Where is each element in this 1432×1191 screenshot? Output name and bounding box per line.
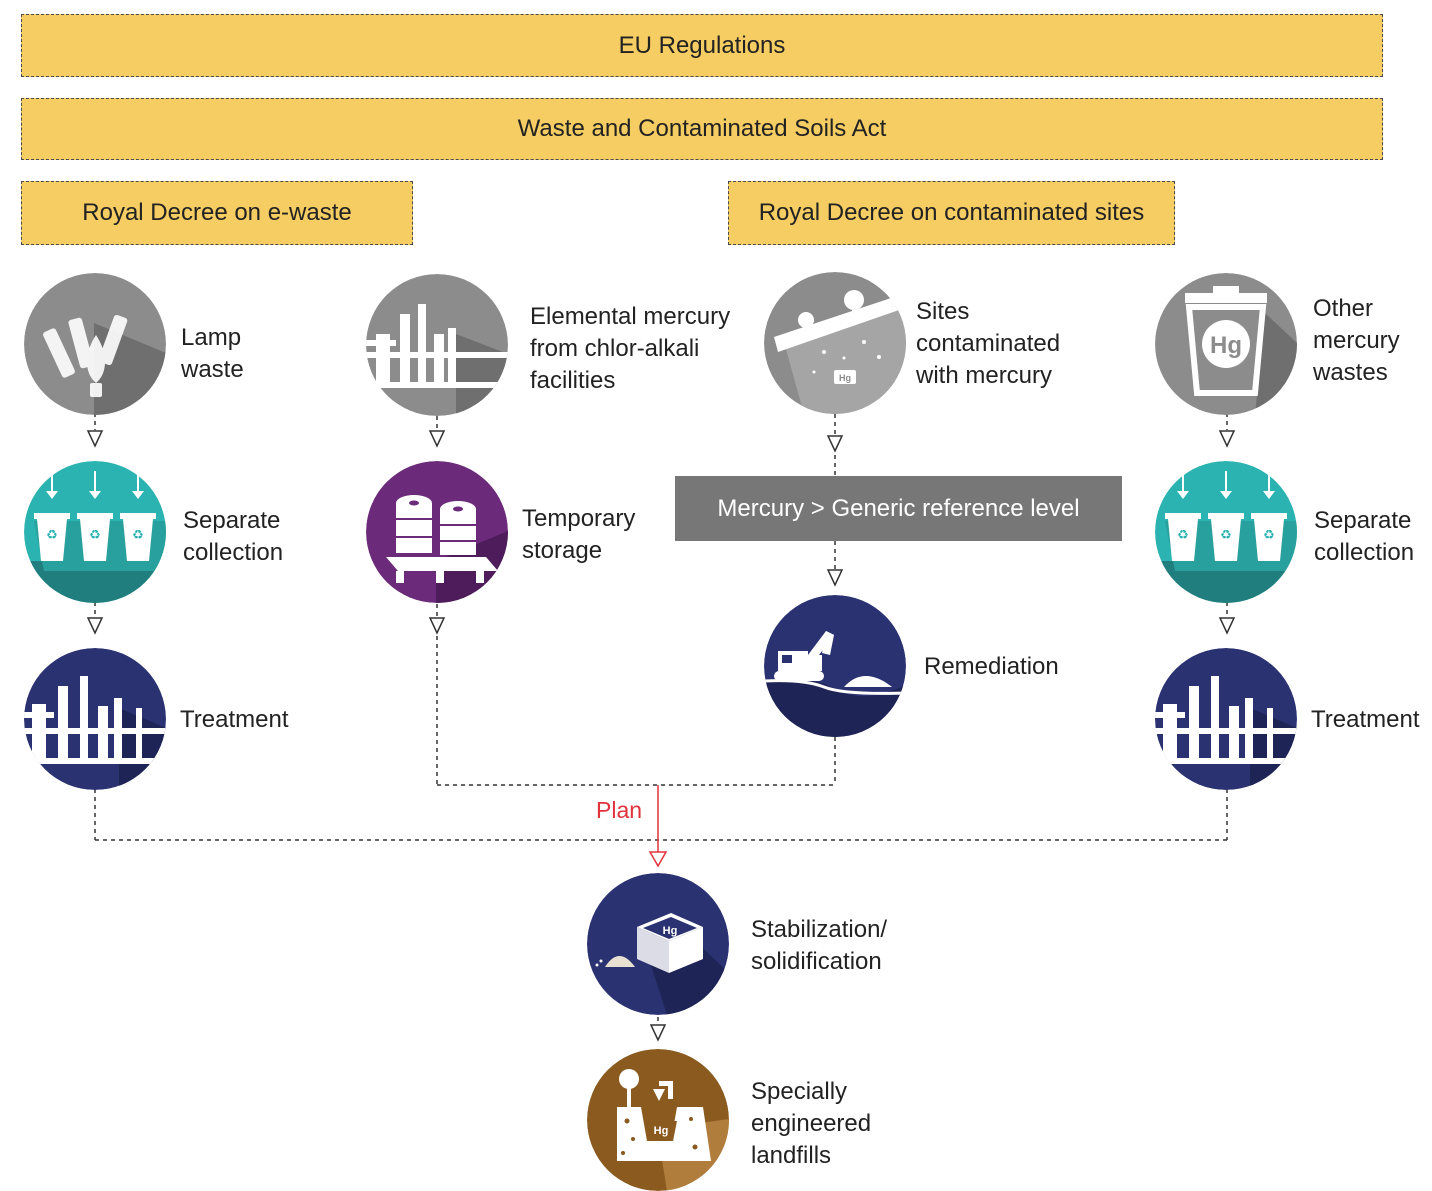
label-line: Elemental mercury (530, 303, 731, 330)
arrow-head (826, 569, 844, 587)
plan-label: Plan (596, 797, 643, 823)
label-line: storage (522, 537, 603, 564)
label-line: mercury (1313, 327, 1400, 354)
label-line: Remediation (924, 653, 1059, 680)
svg-text:Hg: Hg (1210, 332, 1242, 359)
chlor-alkali-label: Elemental mercury from chlor-alkali facili… (530, 301, 730, 397)
arrow-head (1218, 430, 1236, 448)
recycle-bins-icon: ♻ ♻ ♻ (24, 461, 166, 603)
label-line: Treatment (180, 706, 289, 733)
label-line: collection (1314, 539, 1415, 566)
label-line: waste (181, 356, 244, 383)
factory-icon (24, 648, 166, 790)
label-line: from chlor-alkali (530, 335, 700, 362)
svg-text:Hg: Hg (663, 925, 678, 937)
waste-act-box: Waste and Contaminated Soils Act (21, 98, 1383, 160)
label-line: Specially (751, 1078, 848, 1105)
stabilization-label: Stabilization/solidification (751, 914, 887, 978)
trash-bin-icon: Hg (1155, 273, 1297, 415)
decree-ewaste-box: Royal Decree on e-waste (21, 181, 413, 245)
label-line: Lamp (181, 324, 242, 351)
label-line: landfills (751, 1142, 832, 1169)
svg-text:♻: ♻ (1220, 528, 1232, 543)
eu-regulations-label: EU Regulations (618, 31, 786, 59)
threshold-label: Mercury > Generic reference level (717, 494, 1080, 522)
arrow-head (428, 617, 446, 635)
hg-block-icon: Hg (587, 873, 729, 1015)
label-line: collection (183, 539, 284, 566)
decree-ewaste-label: Royal Decree on e-waste (82, 199, 352, 226)
svg-text:Hg: Hg (654, 1125, 669, 1137)
decree-sites-box: Royal Decree on contaminated sites (728, 181, 1175, 245)
label-line: Separate (183, 507, 281, 534)
treatment-right-label: Treatment (1311, 704, 1419, 736)
excavator-icon (764, 595, 906, 737)
contaminated-site-icon: Hg (764, 272, 906, 414)
svg-text:♻: ♻ (1177, 528, 1189, 543)
label-line: contaminated (916, 330, 1061, 357)
treatment-left-label: Treatment (180, 704, 288, 736)
arrow-head (649, 1024, 667, 1042)
temporary-storage-label: Temporary storage (522, 503, 635, 567)
svg-text:Hg: Hg (839, 373, 851, 383)
arrow-head (428, 430, 446, 448)
svg-text:♻: ♻ (89, 528, 101, 543)
svg-text:♻: ♻ (1263, 528, 1275, 543)
label-line: engineered (751, 1110, 872, 1137)
svg-text:♻: ♻ (132, 528, 144, 543)
label-line: Sites (916, 298, 970, 325)
factory-icon (366, 274, 508, 416)
label-line: Other (1313, 295, 1374, 322)
separate-collection-left-label: Separate collection (183, 505, 283, 569)
label-line: with mercury (916, 362, 1053, 389)
label-line: Treatment (1311, 706, 1420, 733)
lamp-waste-label: Lamp waste (181, 322, 244, 386)
svg-text:♻: ♻ (46, 528, 58, 543)
factory-icon (1155, 648, 1297, 790)
decree-sites-label: Royal Decree on contaminated sites (758, 199, 1145, 226)
label-line: Temporary (522, 505, 636, 532)
landfill-icon: Hg (587, 1049, 729, 1191)
separate-collection-right-label: Separate collection (1314, 505, 1414, 569)
eu-regulations-box: EU Regulations (21, 14, 1383, 77)
plan-arrow-head (648, 851, 668, 868)
other-wastes-label: Other mercury wastes (1313, 293, 1400, 389)
label-line: wastes (1313, 359, 1388, 386)
sites-label: Sites contaminated with mercury (916, 296, 1060, 392)
waste-act-label: Waste and Contaminated Soils Act (517, 115, 887, 142)
landfill-label: Specially engineered landfills (751, 1076, 871, 1172)
arrow-head (86, 430, 104, 448)
barrels-icon (366, 461, 508, 603)
recycle-bins-icon: ♻ ♻ ♻ (1155, 461, 1297, 603)
lamp-icon (24, 273, 166, 415)
label-line: facilities (530, 367, 616, 394)
arrow-head (1218, 617, 1236, 635)
arrow-head (826, 435, 844, 453)
label-line: solidification (751, 948, 882, 975)
remediation-label: Remediation (924, 651, 1059, 683)
label-line: Stabilization/ (751, 916, 888, 943)
threshold-box: Mercury > Generic reference level (675, 476, 1122, 541)
arrow-head (86, 617, 104, 635)
label-line: Separate (1314, 507, 1412, 534)
